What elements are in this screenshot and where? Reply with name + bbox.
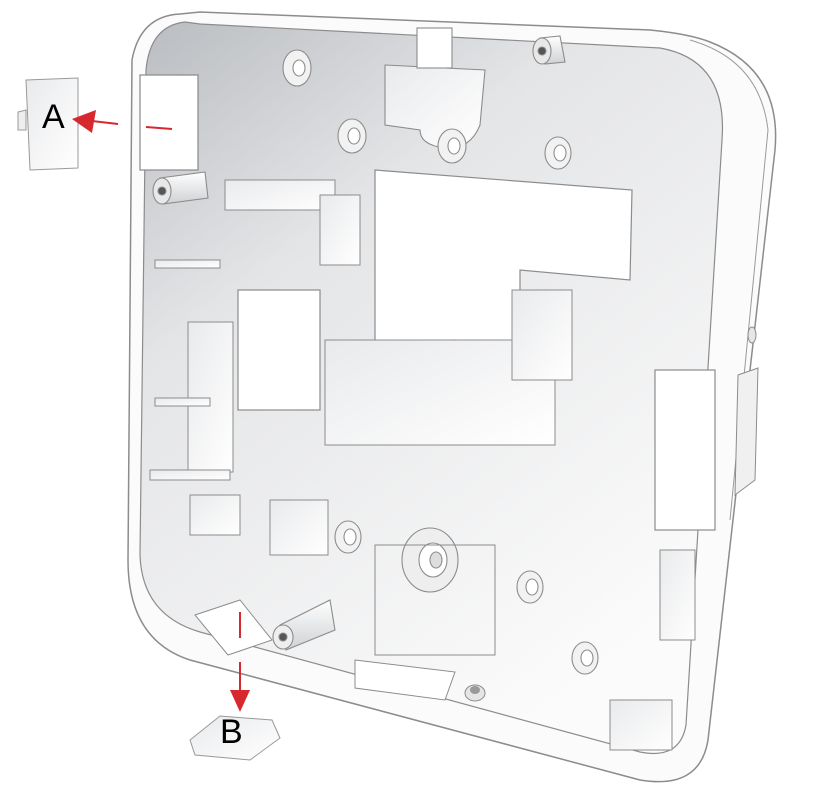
arrow-a [72, 110, 173, 133]
arrow-b [230, 612, 250, 712]
side-slot-right [734, 367, 759, 497]
internal-ribs [149, 179, 696, 751]
screw-bosses [282, 49, 599, 675]
tab-a-part [17, 77, 79, 171]
slot-a-opening [139, 74, 199, 171]
center-openings [237, 169, 716, 531]
foot-nub [464, 684, 486, 702]
tab-b-part [189, 715, 281, 761]
callout-label-a: A [42, 98, 65, 136]
slot-b-opening [194, 599, 273, 656]
side-hole-right [747, 326, 757, 344]
top-bracket [384, 27, 486, 149]
callout-label-b: B [220, 713, 243, 751]
